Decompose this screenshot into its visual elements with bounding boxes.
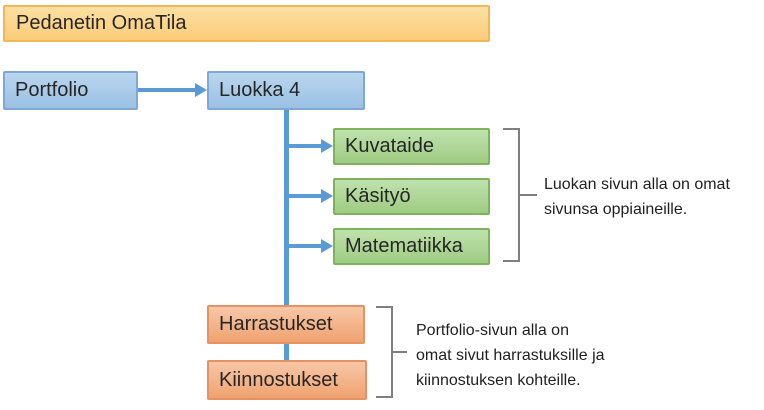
branch-arrow-matematiikka [286,244,322,248]
bracket-subjects [503,128,520,262]
branch-arrow-kasityo [286,194,322,198]
bracket-hobbies-tick [393,351,407,353]
node-kasityo: Käsityö [333,178,490,215]
annotation-hobbies: Portfolio-sivun alla on omat sivut harra… [416,318,605,393]
arrow-portfolio-to-luokka4 [138,88,197,92]
node-matematiikka: Matematiikka [333,228,490,265]
branch-arrow-matematiikka-head [321,239,333,253]
annotation-line: kiinnostuksen kohteille. [416,372,581,389]
node-label: Käsityö [345,185,411,207]
branch-arrow-kasityo-head [321,189,333,203]
annotation-line: omat sivut harrastuksille ja [416,347,605,364]
annotation-line: Luokan sivun alla on omat [544,176,730,193]
node-luokka-4: Luokka 4 [207,71,365,110]
node-label: Kuvataide [345,135,434,157]
annotation-subjects: Luokan sivun alla on omat sivunsa oppiai… [544,172,730,222]
node-portfolio: Portfolio [3,71,138,110]
annotation-line: sivunsa oppiaineille. [544,201,688,218]
banner-pedanetin-omatila: Pedanetin OmaTila [3,5,490,42]
bracket-hobbies [376,306,393,398]
bracket-subjects-tick [520,194,537,196]
branch-arrow-kuvataide-head [321,139,333,153]
node-label: Harrastukset [219,313,333,335]
node-kuvataide: Kuvataide [333,128,490,165]
node-label: Portfolio [15,79,89,101]
node-label: Luokka 4 [219,79,301,101]
arrow-portfolio-to-luokka4-head [195,83,207,97]
trunk-line-luokka4 [284,108,289,360]
node-label: Matematiikka [345,235,463,257]
node-kiinnostukset: Kiinnostukset [207,360,367,400]
annotation-line: Portfolio-sivun alla on [416,322,569,339]
node-label: Kiinnostukset [219,368,338,391]
node-harrastukset: Harrastukset [207,305,365,344]
banner-label: Pedanetin OmaTila [16,12,187,34]
branch-arrow-kuvataide [286,144,322,148]
